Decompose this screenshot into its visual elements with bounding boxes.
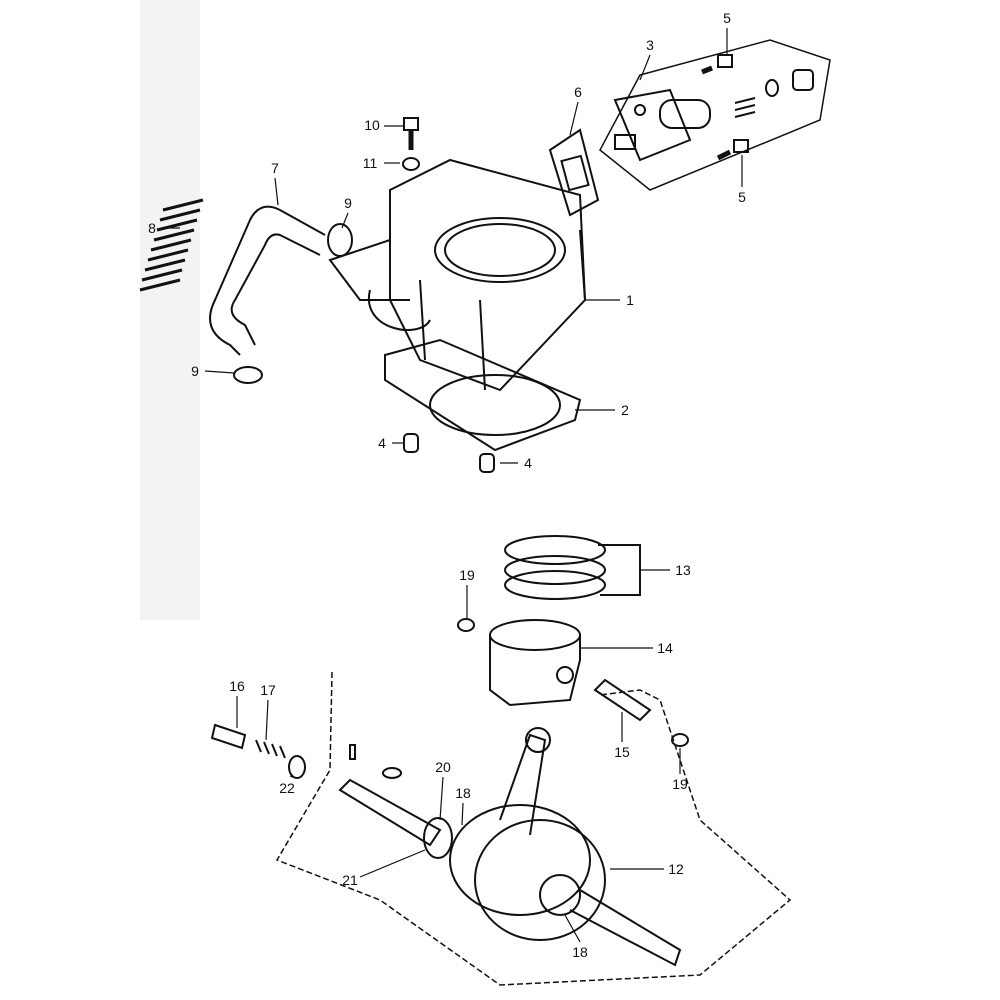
- callout-19: 19: [672, 776, 688, 792]
- crankshaft-assembly: [338, 727, 682, 967]
- callout-5: 5: [723, 10, 731, 26]
- bolt-5-bottom: [716, 139, 749, 161]
- woodruff-keys: [349, 744, 402, 779]
- piston-rings: [504, 535, 641, 600]
- callout-2: 2: [621, 402, 629, 418]
- cylinder-block: [328, 158, 587, 392]
- piston: [489, 619, 581, 707]
- piston-pin: [593, 678, 652, 722]
- callout-5: 5: [738, 189, 746, 205]
- callout-1: 1: [626, 292, 634, 308]
- dowel-pin-left: [403, 433, 419, 453]
- callout-15: 15: [614, 744, 630, 760]
- leader-lines: [162, 28, 743, 943]
- washer-11: [402, 157, 420, 171]
- callout-11: 11: [362, 155, 378, 171]
- crankshaft-group-frame: [275, 671, 792, 986]
- dowel-pin-right: [479, 453, 495, 473]
- callout-16: 16: [229, 678, 245, 694]
- callout-18: 18: [572, 944, 588, 960]
- callout-4: 4: [524, 455, 532, 471]
- plug-16: [210, 723, 247, 750]
- callout-10: 10: [364, 117, 380, 133]
- callout-21: 21: [342, 872, 358, 888]
- callout-7: 7: [271, 160, 279, 176]
- callout-13: 13: [675, 562, 691, 578]
- callout-18: 18: [455, 785, 471, 801]
- cylinder-base-gasket: [384, 338, 582, 452]
- callout-12: 12: [668, 861, 684, 877]
- pin-clip-right: [671, 733, 689, 747]
- washer-22: [288, 755, 306, 779]
- callout-3: 3: [646, 37, 654, 53]
- callout-22: 22: [279, 780, 295, 796]
- callout-20: 20: [435, 759, 451, 775]
- water-hose: [209, 205, 326, 356]
- callout-9: 9: [344, 195, 352, 211]
- callout-4: 4: [378, 435, 386, 451]
- callout-19: 19: [459, 567, 475, 583]
- spring-8: [139, 198, 204, 292]
- bolt-5-top: [701, 54, 733, 75]
- pin-clip-left: [457, 618, 475, 632]
- callout-6: 6: [574, 84, 582, 100]
- hose-clamp-lower: [233, 366, 263, 384]
- bolt-10: [403, 117, 419, 150]
- hose-clamp-upper: [327, 223, 353, 257]
- background-strip: [140, 0, 200, 620]
- spring-17: [255, 739, 286, 759]
- tensioner-gasket: [548, 128, 600, 217]
- callout-14: 14: [657, 640, 673, 656]
- callout-9: 9: [191, 363, 199, 379]
- cam-chain-tensioner: [599, 39, 831, 191]
- callout-8: 8: [148, 220, 156, 236]
- callout-17: 17: [260, 682, 276, 698]
